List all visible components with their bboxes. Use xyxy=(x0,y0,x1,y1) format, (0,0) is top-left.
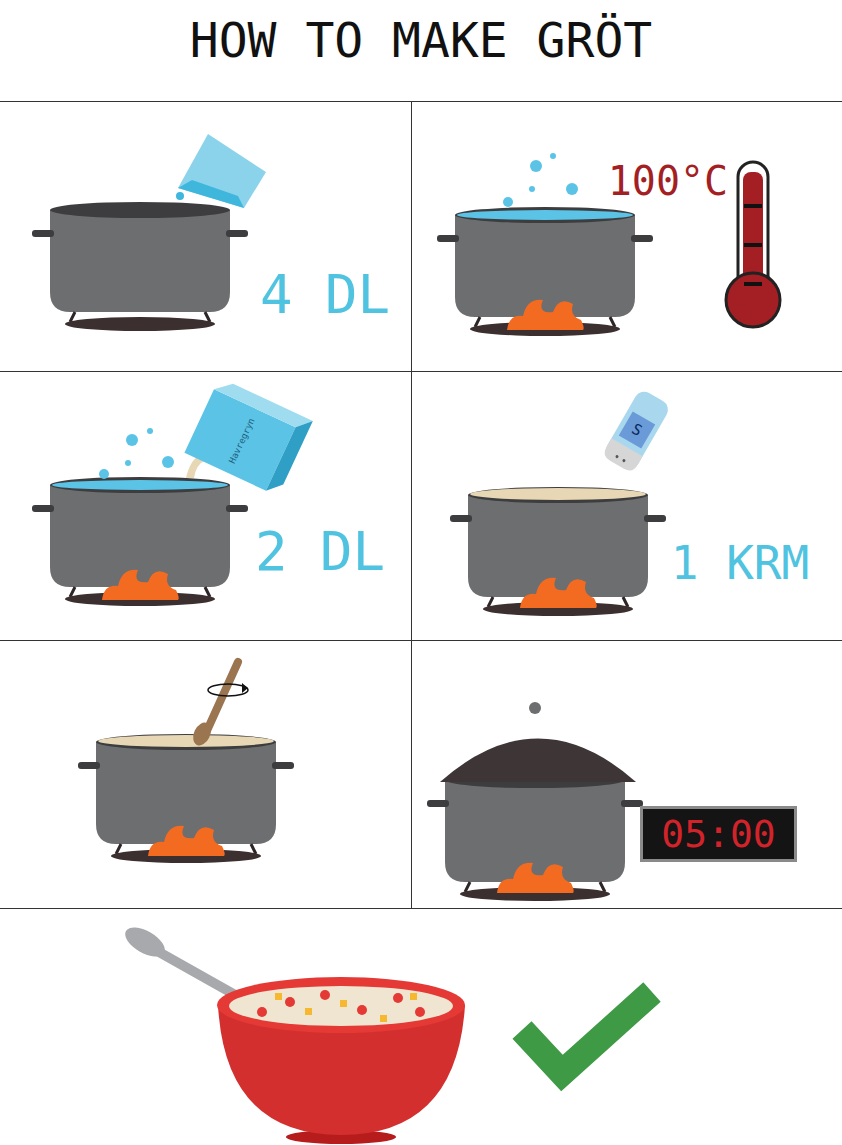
timer-text: 05:00 xyxy=(661,815,775,853)
oat-box xyxy=(184,377,312,496)
pot-empty xyxy=(32,202,248,331)
title: HOW TO MAKE GRÖT xyxy=(190,16,652,64)
porridge-bowl xyxy=(120,921,465,1144)
check-mark xyxy=(522,992,652,1073)
timer-display: 05:00 xyxy=(640,806,797,862)
pot-with-porridge xyxy=(450,487,666,616)
pot-stirring xyxy=(78,662,294,863)
label-holder: 100°C xyxy=(608,161,728,201)
label-holder: 2 DL xyxy=(255,525,385,579)
label-holder: 1 KRM xyxy=(671,540,809,586)
quantity-label: 1 KRM xyxy=(671,540,809,586)
water-pitcher xyxy=(176,134,266,208)
title-holder: HOW TO MAKE GRÖT xyxy=(0,16,842,64)
temperature-label: 100°C xyxy=(608,161,728,201)
grid-lines xyxy=(0,101,842,909)
pot-with-lid xyxy=(427,702,643,901)
thermometer xyxy=(726,162,780,327)
quantity-label: 2 DL xyxy=(255,525,385,579)
salt-shaker xyxy=(601,388,671,474)
quantity-label: 4 DL xyxy=(260,268,390,322)
label-holder: 4 DL xyxy=(260,268,390,322)
